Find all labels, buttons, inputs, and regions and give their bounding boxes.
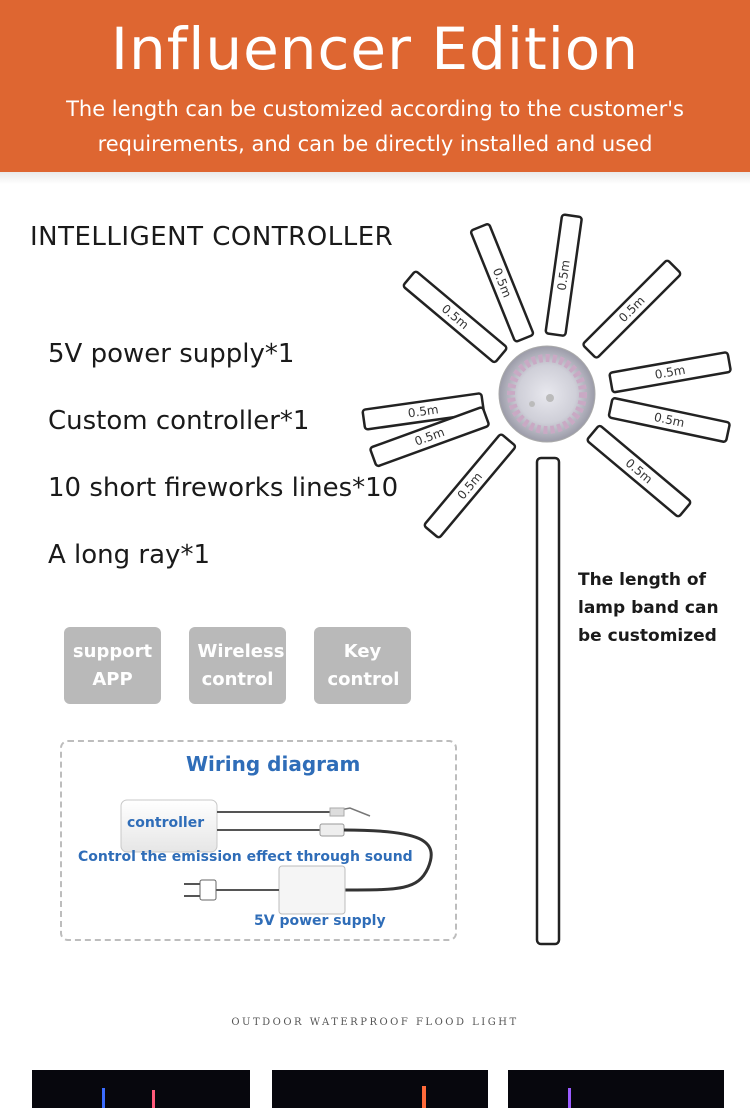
feature-label: Key control	[327, 640, 400, 690]
short-ray: 0.5m	[369, 406, 490, 468]
wiring-diagram-box	[60, 740, 457, 941]
light-streak	[422, 1086, 426, 1108]
banner-subtitle: The length can be customized according t…	[66, 97, 684, 156]
banner-shadow	[0, 172, 750, 184]
section-title: INTELLIGENT CONTROLLER	[30, 222, 394, 252]
wiring-drawing	[120, 799, 433, 915]
short-ray: 0.5m	[469, 223, 535, 343]
short-ray: 0.5m	[586, 424, 692, 518]
short-ray: 0.5m	[544, 213, 583, 337]
power-supply-label: 5V power supply	[254, 913, 386, 929]
package-item-power-supply: 5V power supply*1	[48, 339, 295, 369]
header-banner: Influencer Edition The length can be cus…	[0, 0, 750, 172]
short-ray: 0.5m	[608, 351, 732, 394]
feature-support-app: support APP	[64, 627, 161, 704]
wiring-diagram-title: Wiring diagram	[186, 752, 361, 776]
short-ray: 0.5m	[582, 259, 682, 359]
controller-label: controller	[127, 815, 205, 831]
footer-caption: OUTDOOR WATERPROOF FLOOD LIGHT	[231, 1017, 519, 1028]
ray-length-label: 0.5m	[407, 402, 439, 420]
package-item-controller: Custom controller*1	[48, 406, 310, 436]
light-streak	[568, 1088, 571, 1108]
light-streak	[152, 1090, 155, 1108]
length-note: The length of lamp band can be customize…	[578, 570, 719, 646]
feature-label: support APP	[72, 640, 153, 690]
light-streak	[102, 1088, 105, 1108]
feature-label: Wireless control	[197, 640, 285, 690]
ray-length-label: 0.5m	[653, 410, 686, 430]
feature-wireless-control: Wireless control	[189, 627, 286, 704]
product-thumbnail	[508, 1070, 724, 1108]
ray-length-label: 0.5m	[654, 363, 687, 382]
package-item-long-ray: A long ray*1	[48, 540, 210, 570]
banner-title: Influencer Edition	[110, 15, 640, 83]
ray-length-label: 0.5m	[555, 259, 573, 291]
sound-control-label: Control the emission effect through soun…	[78, 849, 413, 865]
short-ray: 0.5m	[423, 433, 517, 539]
product-thumbnail	[272, 1070, 488, 1108]
controller-hub	[498, 345, 596, 443]
feature-key-control: Key control	[314, 627, 411, 704]
package-item-fireworks-lines: 10 short fireworks lines*10	[48, 473, 399, 503]
short-ray: 0.5m	[361, 392, 485, 431]
product-thumbnail	[32, 1070, 250, 1108]
long-ray-strip	[535, 456, 561, 946]
short-ray: 0.5m	[607, 397, 731, 443]
